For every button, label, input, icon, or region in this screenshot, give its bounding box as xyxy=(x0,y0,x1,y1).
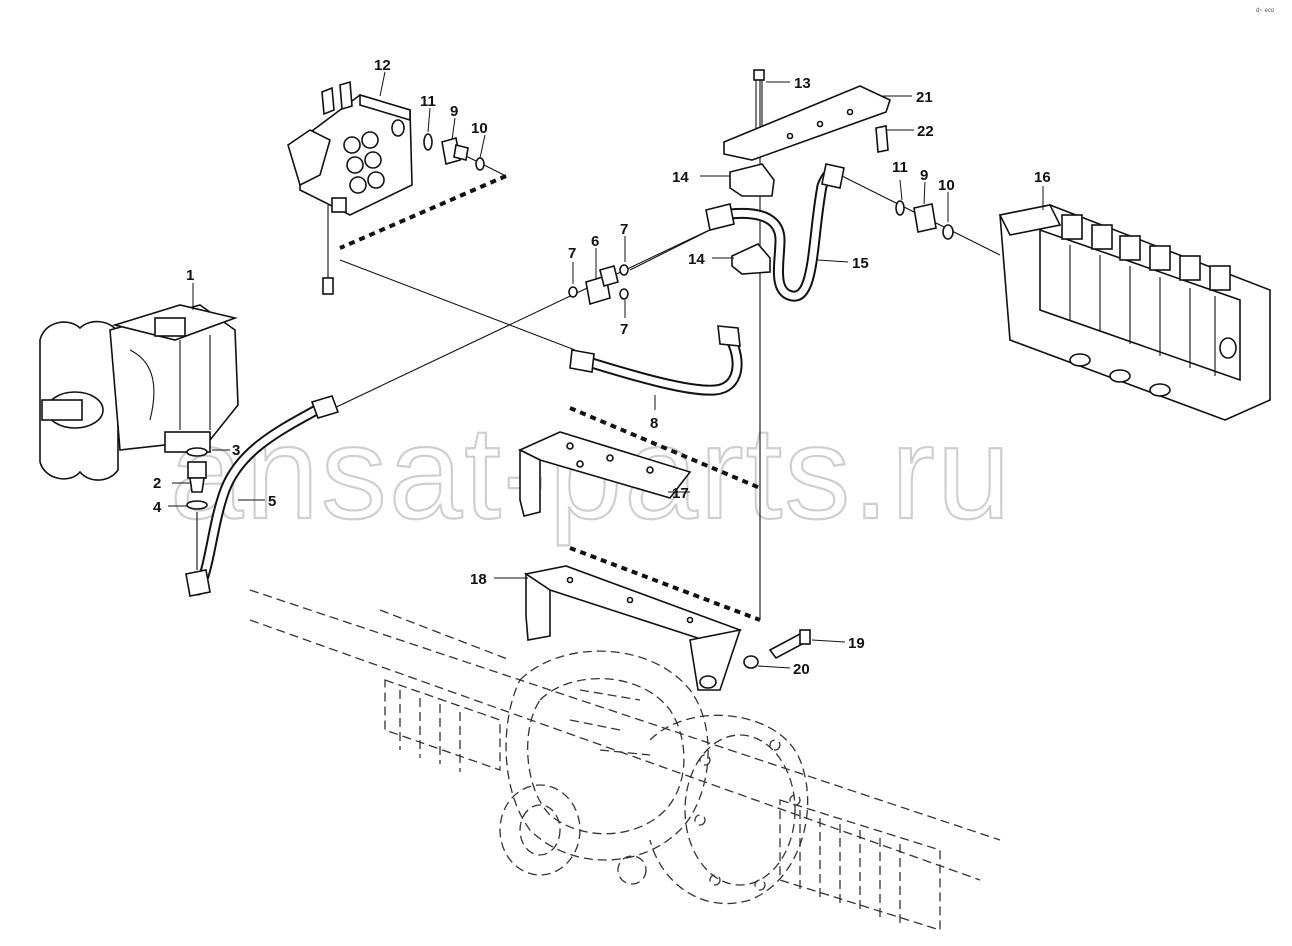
callout-19: 19 xyxy=(848,635,865,652)
hose-5 xyxy=(185,395,340,597)
main-valve-block xyxy=(998,204,1271,421)
hose-15 xyxy=(705,163,845,302)
bracket-18 xyxy=(523,565,743,691)
callout-9-b: 9 xyxy=(920,167,928,184)
callout-18: 18 xyxy=(470,571,487,588)
callout-labels: 1 2 3 4 5 6 7 7 7 8 9 9 10 10 11 11 12 1… xyxy=(153,57,1051,678)
bracket-17 xyxy=(518,431,692,517)
corner-code: d~ eco xyxy=(1256,8,1275,14)
callout-5: 5 xyxy=(268,493,276,510)
callout-4: 4 xyxy=(153,499,162,516)
callout-14-b: 14 xyxy=(688,251,705,268)
axle-phantom xyxy=(249,589,1001,931)
tee-fitting xyxy=(568,264,629,306)
clamps-14 xyxy=(729,163,775,275)
callout-10-b: 10 xyxy=(938,177,955,194)
fitting-2 xyxy=(186,447,208,510)
assembly-dash-lines xyxy=(339,174,761,622)
bolt-19 xyxy=(743,629,811,669)
callout-3: 3 xyxy=(232,442,240,459)
callout-1: 1 xyxy=(186,267,194,284)
callout-6: 6 xyxy=(591,233,599,250)
callout-17: 17 xyxy=(672,485,689,502)
callout-7-c: 7 xyxy=(620,321,628,338)
callout-21: 21 xyxy=(916,89,933,106)
callout-7-b: 7 xyxy=(620,221,628,238)
control-valve xyxy=(287,80,413,295)
callout-15: 15 xyxy=(852,255,869,272)
callout-16: 16 xyxy=(1034,169,1051,186)
leader-lines xyxy=(168,71,1044,669)
callout-8: 8 xyxy=(650,415,658,432)
callout-10-a: 10 xyxy=(471,120,488,137)
callout-14-a: 14 xyxy=(672,169,689,186)
callout-12: 12 xyxy=(374,57,391,74)
callout-11-b: 11 xyxy=(892,159,908,176)
hose-8 xyxy=(569,325,743,396)
fittings-right xyxy=(895,200,954,240)
pump xyxy=(39,304,239,481)
callout-22: 22 xyxy=(917,123,934,140)
callout-9-a: 9 xyxy=(450,103,458,120)
bracket-21 xyxy=(723,69,891,161)
callout-13: 13 xyxy=(794,75,811,92)
callout-2: 2 xyxy=(153,475,161,492)
fittings-left xyxy=(423,133,485,171)
callout-20: 20 xyxy=(793,661,810,678)
callout-11-a: 11 xyxy=(420,93,436,110)
callout-7-a: 7 xyxy=(568,245,576,262)
